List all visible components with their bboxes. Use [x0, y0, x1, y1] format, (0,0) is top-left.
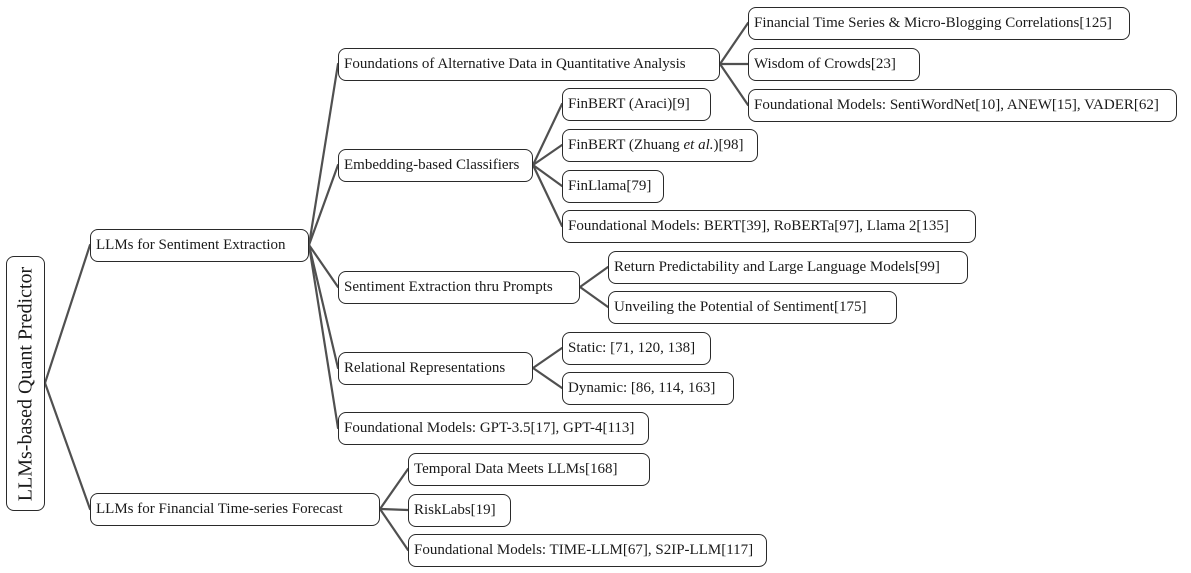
embedding-classifiers-node: Embedding-based Classifiers [338, 149, 533, 182]
dynamic-node: Dynamic: [86, 114, 163] [562, 372, 734, 405]
edge-relational-dynamic [531, 366, 564, 390]
edge-embedding-finbert-araci [531, 102, 564, 167]
root-label: LLMs-based Quant Predictor [14, 266, 36, 501]
edge-embedding-finllama [531, 163, 564, 188]
time-llm-node: Foundational Models: TIME-LLM[67], S2IP-… [408, 534, 767, 567]
return-predictability-node: Return Predictability and Large Language… [608, 251, 968, 284]
finbert-araci-node: FinBERT (Araci)[9] [562, 88, 711, 121]
foundations-node: Foundations of Alternative Data in Quant… [338, 48, 720, 81]
finllama-node: FinLlama[79] [562, 170, 664, 203]
gpt-foundational-node: Foundational Models: GPT-3.5[17], GPT-4[… [338, 412, 649, 445]
edge-embedding-finbert-zhuang [531, 143, 564, 167]
edge-forecast-timellm [378, 507, 410, 552]
bert-foundational-node: Foundational Models: BERT[39], RoBERTa[9… [562, 210, 976, 243]
forecast-node: LLMs for Financial Time-series Forecast [90, 493, 380, 526]
edge-sentiment-prompts [307, 243, 340, 289]
root-node: LLMs-based Quant Predictor [6, 256, 45, 511]
edge-relational-static [531, 346, 564, 370]
edge-sentiment-relational [307, 243, 340, 370]
sentiwordnet-node: Foundational Models: SentiWordNet[10], A… [748, 89, 1177, 122]
edge-sentiment-gpt [307, 243, 340, 430]
edge-sentiment-foundations [307, 62, 340, 247]
edge-embedding-bert [531, 163, 564, 228]
edge-prompts-return [578, 265, 610, 289]
static-node: Static: [71, 120, 138] [562, 332, 711, 365]
edge-forecast-risklabs [378, 507, 410, 512]
prompts-node: Sentiment Extraction thru Prompts [338, 271, 580, 304]
financial-microblogging-node: Financial Time Series & Micro-Blogging C… [748, 7, 1130, 40]
wisdom-of-crowds-node: Wisdom of Crowds[23] [748, 48, 920, 81]
unveiling-sentiment-node: Unveiling the Potential of Sentiment[175… [608, 291, 897, 324]
temporal-data-node: Temporal Data Meets LLMs[168] [408, 453, 650, 486]
edge-foundations-financial [718, 21, 750, 66]
edge-sentiment-embedding [307, 163, 340, 247]
edge-root-forecast [43, 381, 92, 511]
edge-foundations-sentiwordnet [718, 62, 750, 107]
edge-root-sentiment [43, 243, 92, 385]
edge-prompts-unveiling [578, 285, 610, 309]
edge-forecast-temporal [378, 467, 410, 511]
sentiment-extraction-node: LLMs for Sentiment Extraction [90, 229, 309, 262]
finbert-zhuang-node: FinBERT (Zhuang et al.)[98] [562, 129, 758, 162]
relational-node: Relational Representations [338, 352, 533, 385]
finbert-zhuang-prefix: FinBERT (Zhuang [568, 137, 684, 153]
finbert-zhuang-italic: et al. [683, 137, 714, 153]
risklabs-node: RiskLabs[19] [408, 494, 511, 527]
finbert-zhuang-suffix: )[98] [713, 137, 744, 153]
